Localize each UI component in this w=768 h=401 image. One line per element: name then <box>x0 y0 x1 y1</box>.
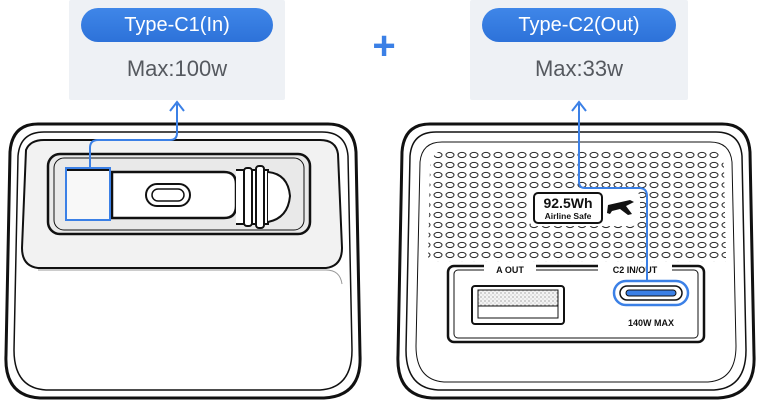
capacity-label: 92.5Wh <box>543 195 592 211</box>
plus-icon: + <box>372 24 396 68</box>
callout-type-c1: Type-C1(In) Max:100w <box>69 0 285 100</box>
callout-type-c2: Type-C2(Out) Max:33w <box>470 0 688 100</box>
airplane-icon <box>607 200 634 215</box>
airline-safe-label: Airline Safe <box>545 211 592 221</box>
right-power-bank-illustration: 92.5Wh Airline Safe A OUT C2 IN/OUT 140W… <box>396 100 756 400</box>
type-c2-out-pill: Type-C2(Out) <box>482 8 676 42</box>
type-c2-max-text: Max:33w <box>534 56 624 81</box>
a-out-label: A OUT <box>496 265 524 275</box>
type-c1-max-text: Max:100w <box>126 56 228 81</box>
left-power-bank-illustration <box>4 100 362 400</box>
c2-in-out-label: C2 IN/OUT <box>613 265 658 275</box>
max-140w-label: 140W MAX <box>628 318 674 328</box>
type-c1-in-pill: Type-C1(In) <box>81 8 273 42</box>
